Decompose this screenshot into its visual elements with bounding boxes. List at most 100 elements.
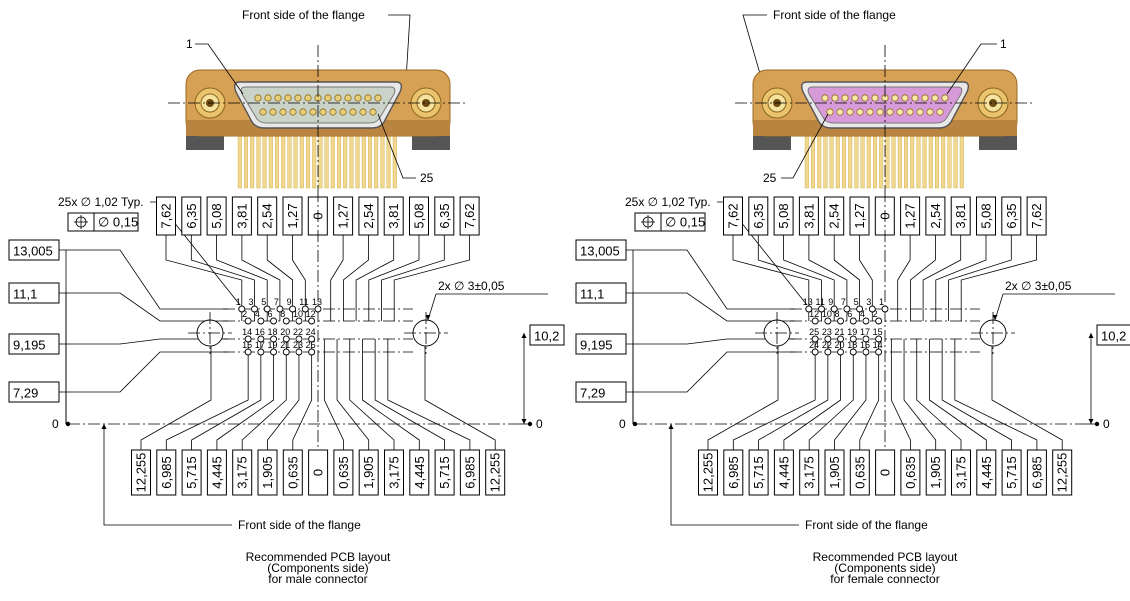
- x-bottom-dim: 4,445: [209, 456, 224, 489]
- x-top-dim: 5,08: [979, 203, 994, 228]
- x-top-leader: [935, 235, 987, 321]
- contact-tail: [268, 131, 273, 189]
- x-bottom-dim: 4,445: [776, 456, 791, 489]
- x-top-dim: 1,27: [285, 203, 300, 228]
- pin-number: 10: [822, 309, 832, 319]
- contact-tail: [281, 131, 286, 189]
- y-right-dim-box: [529, 324, 565, 346]
- y-zero-label: 0: [619, 417, 626, 431]
- insert-contacts: [821, 94, 949, 116]
- pin-number: 15: [242, 340, 252, 350]
- pin-hole: [881, 305, 889, 313]
- pin-hole: [862, 317, 870, 325]
- pin-number: 3: [249, 297, 254, 307]
- contact: [359, 108, 367, 116]
- x-top-leader: [368, 235, 420, 321]
- pin-hole: [301, 305, 309, 313]
- x-bottom-dim: 3,175: [954, 456, 969, 489]
- y-left-leader: [59, 338, 228, 345]
- x-bottom-leader: [374, 339, 446, 450]
- pin-hole: [257, 335, 265, 343]
- x-bottom-dim: 1,905: [361, 456, 376, 489]
- pin-hole: [295, 335, 303, 343]
- x-bottom-dim: 3,175: [387, 456, 402, 489]
- contact: [866, 108, 874, 116]
- position-tolerance: ∅ 0,15: [665, 215, 705, 230]
- position-tolerance-box: [93, 212, 139, 232]
- x-bottom-leader: [292, 339, 313, 450]
- pin-hole: [868, 305, 876, 313]
- caption-line: (Components side): [834, 561, 935, 575]
- x-bottom-leader: [903, 339, 937, 450]
- x-bottom-dim: 12,255: [488, 453, 503, 493]
- caption-line: Recommended PCB layout: [246, 550, 391, 564]
- x-bottom-dim: 3,175: [802, 456, 817, 489]
- pin-hole: [843, 305, 851, 313]
- pin-number: 18: [847, 340, 857, 350]
- contact-tail: [275, 131, 280, 189]
- pin-hole: [811, 348, 819, 356]
- x-top-dim: 3,81: [386, 203, 401, 228]
- contact: [871, 94, 879, 102]
- pin-hole: [875, 335, 883, 343]
- x-bottom-dim: 6,985: [726, 456, 741, 489]
- x-top-dim: 5,08: [209, 203, 224, 228]
- contact-tail: [935, 131, 940, 189]
- pin-hole: [811, 335, 819, 343]
- pin-number: 7: [841, 297, 846, 307]
- flange-leader: [388, 14, 411, 81]
- x-bottom-dim: 12,255: [1055, 453, 1070, 493]
- contact-tail: [860, 131, 865, 189]
- contact-tail: [947, 131, 952, 189]
- x-top-leader: [342, 235, 369, 321]
- pin-hole: [824, 335, 832, 343]
- pin-hole: [824, 317, 832, 325]
- pin-hole: [295, 317, 303, 325]
- x-bottom-dim: 5,715: [184, 456, 199, 489]
- pin-number: 13: [803, 297, 813, 307]
- contact-tail: [368, 131, 373, 189]
- position-tolerance-box: [660, 212, 706, 232]
- x-top-dim: 7,62: [1029, 203, 1044, 228]
- x-bottom-leader: [758, 339, 829, 450]
- x-bottom-dim: 0,635: [336, 456, 351, 489]
- contact: [354, 94, 362, 102]
- pin-number: 3: [866, 297, 871, 307]
- x-bottom-leader: [808, 339, 854, 450]
- x-top-dim: 7,62: [462, 203, 477, 228]
- x-bottom-leader: [241, 339, 287, 450]
- x-top-leader: [381, 235, 445, 321]
- contact: [364, 94, 372, 102]
- contact: [319, 108, 327, 116]
- contact-tail: [817, 131, 822, 189]
- contact-tail: [355, 131, 360, 189]
- callout-25: 25: [420, 171, 434, 185]
- x-top-leader: [783, 235, 835, 321]
- y-left-dim: 13,005: [580, 244, 620, 259]
- x-top-dim: 7,62: [726, 203, 741, 228]
- x-top-dim: 3,81: [801, 203, 816, 228]
- x-bottom-leader: [834, 339, 867, 450]
- contact: [861, 94, 869, 102]
- contact-tail: [885, 131, 890, 189]
- contact-tail: [380, 131, 385, 189]
- contact-tail: [256, 131, 261, 189]
- arrow-head: [1088, 333, 1094, 338]
- pin-hole: [276, 305, 284, 313]
- callout-1-leader: [946, 43, 997, 95]
- contact: [369, 108, 377, 116]
- contact: [289, 108, 297, 116]
- x-top-leader: [216, 235, 268, 321]
- contact: [906, 108, 914, 116]
- y-right-dim: 10,2: [534, 329, 559, 344]
- x-bottom-leader: [859, 339, 880, 450]
- datum-dot: [632, 421, 638, 427]
- x-top-dim: 6,35: [437, 203, 452, 228]
- contact-tail: [959, 131, 964, 189]
- x-bottom-leader: [941, 339, 1012, 450]
- x-top-dim: 2,54: [827, 203, 842, 228]
- x-top-leader: [266, 235, 294, 321]
- flange-label-bottom: Front side of the flange: [238, 518, 361, 532]
- pin-hole: [824, 348, 832, 356]
